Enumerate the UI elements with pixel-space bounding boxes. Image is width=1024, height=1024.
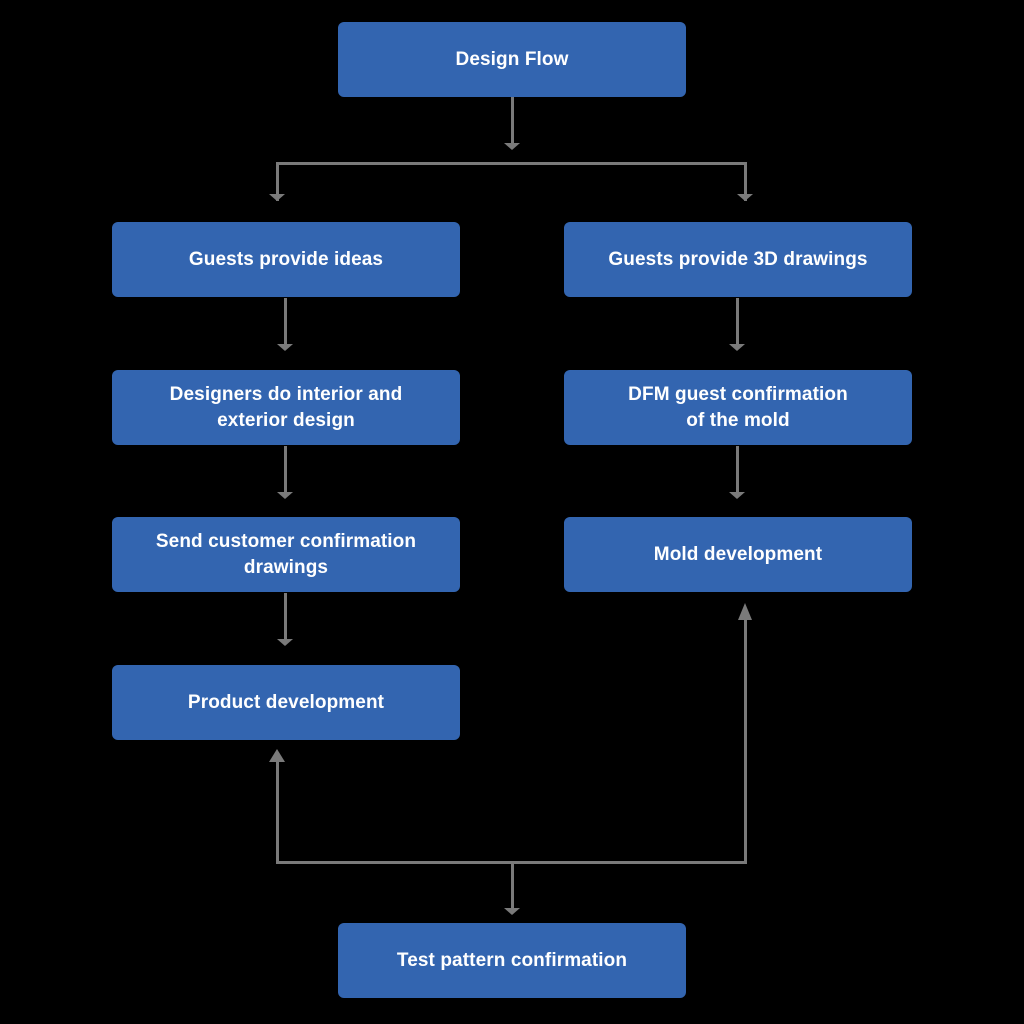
node-product-development-label: Product development xyxy=(187,691,385,713)
edge-bus-to-test-pattern xyxy=(511,861,514,913)
arrowhead-test-pattern xyxy=(504,908,520,915)
edge-designers-to-send-drawings xyxy=(284,446,287,497)
node-mold-development[interactable]: Mold development xyxy=(564,517,912,592)
node-dfm-guest-confirmation[interactable]: DFM guest confirmation of the mold xyxy=(564,370,912,445)
node-mold-development-label: Mold development xyxy=(653,543,823,565)
node-design-flow-label: Design Flow xyxy=(455,48,569,70)
edge-bus-up-to-product xyxy=(276,760,279,862)
edge-dfm-to-mold xyxy=(736,446,739,497)
edge-bus-up-to-mold xyxy=(744,617,747,862)
arrowhead-product-development xyxy=(277,639,293,646)
node-guests-provide-3d-drawings-label: Guests provide 3D drawings xyxy=(608,248,868,270)
edge-design-flow-stem xyxy=(511,96,514,148)
node-send-customer-confirmation-drawings[interactable]: Send customer confirmation drawings xyxy=(112,517,460,592)
node-guests-provide-ideas[interactable]: Guests provide ideas xyxy=(112,222,460,297)
arrowhead-guests-3d xyxy=(737,194,753,201)
edge-send-drawings-to-product xyxy=(284,593,287,644)
arrowhead-guests-ideas xyxy=(269,194,285,201)
node-send-customer-confirmation-drawings-label: Send customer confirmation drawings xyxy=(155,530,417,578)
node-test-pattern-confirmation-label: Test pattern confirmation xyxy=(396,949,628,971)
arrowhead-send-drawings xyxy=(277,492,293,499)
arrowhead-mold-development xyxy=(729,492,745,499)
arrowhead-dfm xyxy=(729,344,745,351)
node-dfm-guest-confirmation-label: DFM guest confirmation of the mold xyxy=(628,383,848,431)
node-guests-provide-ideas-label: Guests provide ideas xyxy=(188,248,384,270)
edge-bus-to-guests-3d xyxy=(744,162,747,201)
node-designers-do-design-label: Designers do interior and exterior desig… xyxy=(169,383,403,431)
node-test-pattern-confirmation[interactable]: Test pattern confirmation xyxy=(338,923,686,998)
arrowhead-designers xyxy=(277,344,293,351)
edge-split-bus xyxy=(276,162,747,165)
node-product-development[interactable]: Product development xyxy=(112,665,460,740)
arrowhead-mold-development-feedback xyxy=(738,603,752,620)
edge-bus-to-guests-ideas xyxy=(276,162,279,201)
edge-ideas-to-designers xyxy=(284,298,287,349)
node-guests-provide-3d-drawings[interactable]: Guests provide 3D drawings xyxy=(564,222,912,297)
arrowhead-design-flow-stem xyxy=(504,143,520,150)
node-design-flow[interactable]: Design Flow xyxy=(338,22,686,97)
arrowhead-product-development-feedback xyxy=(269,749,285,762)
edge-3d-to-dfm xyxy=(736,298,739,349)
node-designers-do-design[interactable]: Designers do interior and exterior desig… xyxy=(112,370,460,445)
